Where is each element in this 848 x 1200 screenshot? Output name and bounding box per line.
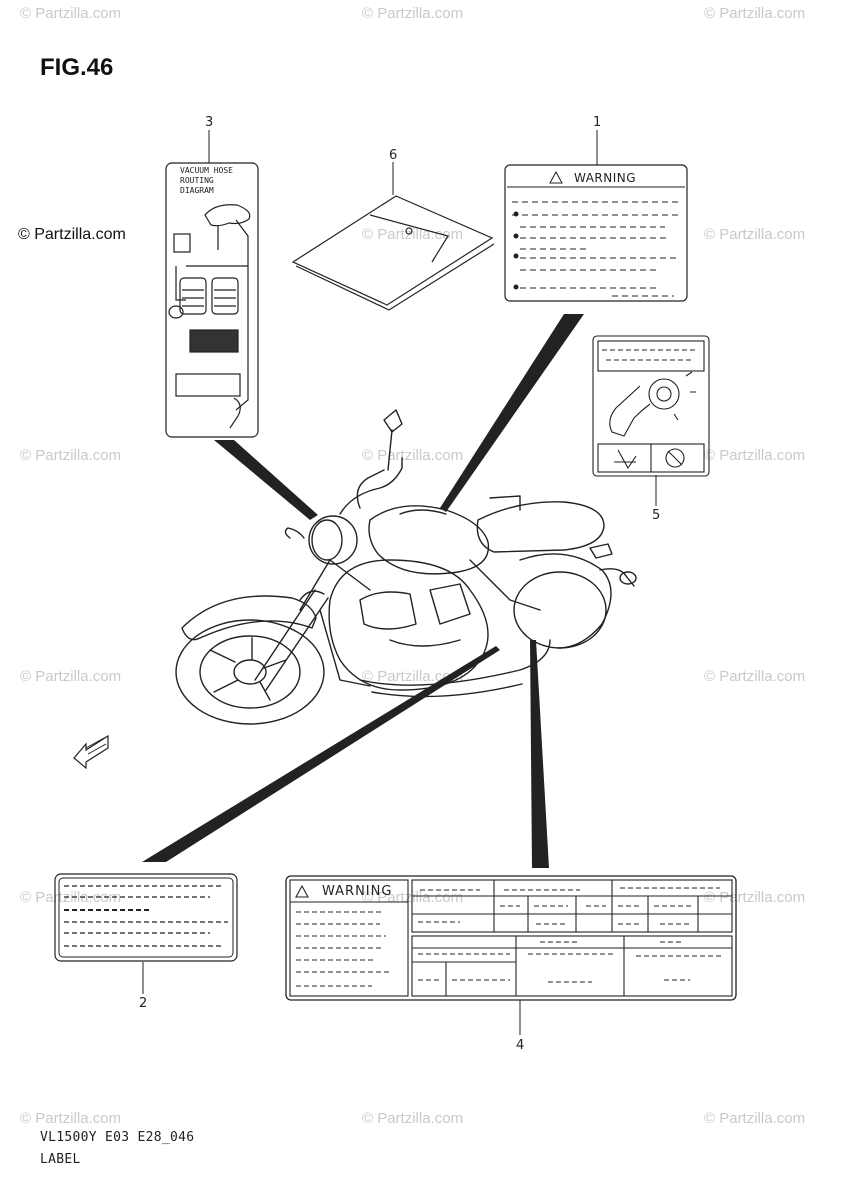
watermark: © Partzilla.com: [20, 668, 122, 685]
callout-2: 2: [139, 996, 148, 1011]
watermark: © Partzilla.com: [20, 5, 122, 22]
vacuum-hose-label-text: VACUUM HOSE ROUTING DIAGRAM: [180, 166, 233, 196]
watermark: © Partzilla.com: [362, 668, 464, 685]
watermark: © Partzilla.com: [362, 1110, 464, 1127]
vacuum-hose-label: [165, 162, 259, 438]
watermark: © Partzilla.com: [704, 5, 806, 22]
warning-label-1-box: [504, 164, 688, 302]
vacuum-hose-line: DIAGRAM: [180, 186, 214, 195]
watermark-prominent: © Partzilla.com: [18, 226, 126, 243]
warning-label-4-heading: WARNING: [322, 884, 393, 899]
watermark: © Partzilla.com: [20, 447, 122, 464]
leader-wedge-3: [214, 440, 318, 520]
watermark: © Partzilla.com: [704, 889, 806, 906]
leader-wedge-2: [142, 646, 500, 862]
figure-title: FIG.46: [40, 54, 114, 81]
ignition-label: [592, 335, 710, 477]
watermark: © Partzilla.com: [362, 5, 464, 22]
watermark: © Partzilla.com: [704, 1110, 806, 1127]
callout-5: 5: [652, 508, 661, 523]
watermark: © Partzilla.com: [704, 447, 806, 464]
figure-code: VL1500Y E03 E28_046: [40, 1130, 195, 1145]
watermark: © Partzilla.com: [20, 889, 122, 906]
vacuum-hose-line: VACUUM HOSE: [180, 166, 233, 175]
watermark: © Partzilla.com: [362, 447, 464, 464]
label-2-box: [54, 873, 238, 962]
callout-3: 3: [205, 115, 214, 130]
warning-label-1-heading: WARNING: [574, 171, 637, 185]
callout-6: 6: [389, 148, 398, 163]
watermark: © Partzilla.com: [20, 1110, 122, 1127]
motorcycle-drawing: [175, 409, 637, 725]
vacuum-hose-line: ROUTING: [180, 176, 214, 185]
callout-4: 4: [516, 1038, 525, 1053]
callout-1: 1: [593, 115, 602, 130]
watermark: © Partzilla.com: [704, 668, 806, 685]
watermark: © Partzilla.com: [362, 226, 464, 243]
watermark: © Partzilla.com: [704, 226, 806, 243]
leader-wedge-1: [440, 314, 584, 512]
fwd-arrow-icon: [73, 734, 109, 770]
warning-label-4-box: [285, 875, 737, 1001]
manual-sheet: [291, 195, 495, 311]
figure-name: LABEL: [40, 1152, 81, 1167]
leader-wedge-4: [530, 640, 549, 868]
